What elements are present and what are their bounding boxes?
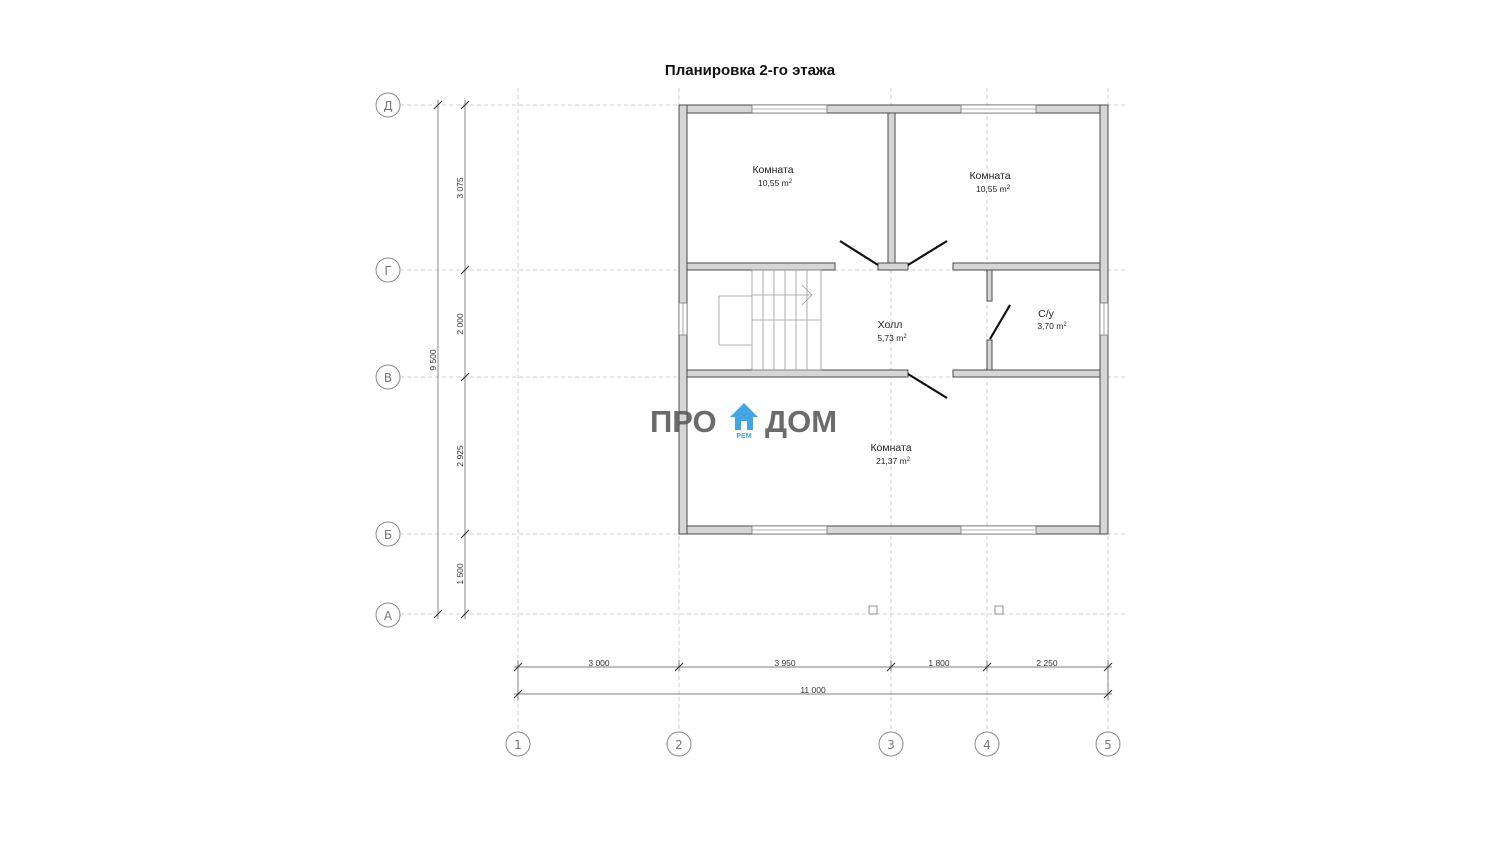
wall-wc-upper [986, 269, 993, 302]
axis-number-markers: 1 2 3 4 5 [505, 731, 1121, 757]
axis-label-v: В [384, 371, 392, 385]
vertical-dimensions: 3 075 2 000 2 925 1 500 9 500 [428, 100, 470, 619]
staircase [718, 269, 822, 371]
logo-subtext: РЕМ [736, 433, 751, 440]
doors [839, 240, 1011, 399]
logo-text-left: ПРО [650, 404, 717, 439]
dim-h-3: 1 800 [928, 658, 950, 668]
horizontal-dimensions: 3 000 3 950 1 800 2 250 11 000 [513, 658, 1113, 700]
dim-v-total: 9 500 [428, 349, 438, 371]
room-name-hall: Холл [878, 319, 903, 331]
dim-v-2: 2 000 [455, 313, 465, 335]
room-labels: Комната 10,55 m2 Комната 10,55 m2 Холл 5… [752, 164, 1067, 466]
plan-title: Планировка 2-го этажа [665, 62, 836, 79]
axis-letter-markers: Д Г В Б А [375, 92, 401, 628]
dim-h-1: 3 000 [588, 658, 610, 668]
room-name-1: Комната [752, 164, 793, 176]
column-marker [994, 605, 1004, 615]
dim-h-4: 2 250 [1036, 658, 1058, 668]
axis-label-3: 3 [887, 738, 895, 752]
dim-v-4: 1 500 [455, 563, 465, 585]
door-room-2 [907, 240, 948, 266]
room-area-hall: 5,73 m2 [877, 333, 907, 343]
axis-label-4: 4 [983, 738, 991, 752]
wall-g-left [686, 262, 836, 271]
dim-h-2: 3 950 [774, 658, 796, 668]
door-room-1 [839, 240, 879, 266]
wall-bottom [678, 525, 1109, 535]
wall-g-right [952, 262, 1101, 271]
dim-v-3: 2 925 [455, 445, 465, 467]
room-area-wc: 3,70 m2 [1037, 321, 1067, 331]
wall-wc-lower [986, 339, 993, 371]
dim-v-1: 3 075 [455, 177, 465, 199]
wall-top-partition [887, 112, 896, 271]
house-icon [730, 403, 758, 430]
room-name-wc: С/у [1038, 308, 1055, 320]
wall-top [678, 104, 1109, 114]
wall-v-right [952, 369, 1101, 378]
dim-h-total: 11 000 [800, 685, 826, 695]
room-name-big: Комната [870, 442, 911, 454]
axis-label-5: 5 [1104, 738, 1112, 752]
logo-text-right: ДОМ [765, 404, 837, 439]
room-area-2: 10,55 m2 [976, 184, 1011, 194]
column-marker [868, 605, 878, 615]
door-wc [989, 304, 1011, 340]
axis-label-b: Б [384, 528, 392, 542]
axis-label-d: Д [383, 99, 392, 113]
axis-label-2: 2 [675, 738, 683, 752]
windows [678, 104, 1109, 535]
axis-label-g: Г [384, 264, 391, 278]
logo-watermark: ПРО РЕМ ДОМ [650, 403, 837, 440]
room-area-1: 10,55 m2 [758, 178, 793, 188]
room-area-big: 21,37 m2 [876, 456, 911, 466]
door-room-big [907, 373, 948, 399]
wall-v-left [686, 369, 909, 378]
axis-label-a: А [384, 609, 393, 623]
room-name-2: Комната [969, 170, 1010, 182]
axis-label-1: 1 [514, 738, 522, 752]
wall-g-mid [877, 262, 909, 271]
